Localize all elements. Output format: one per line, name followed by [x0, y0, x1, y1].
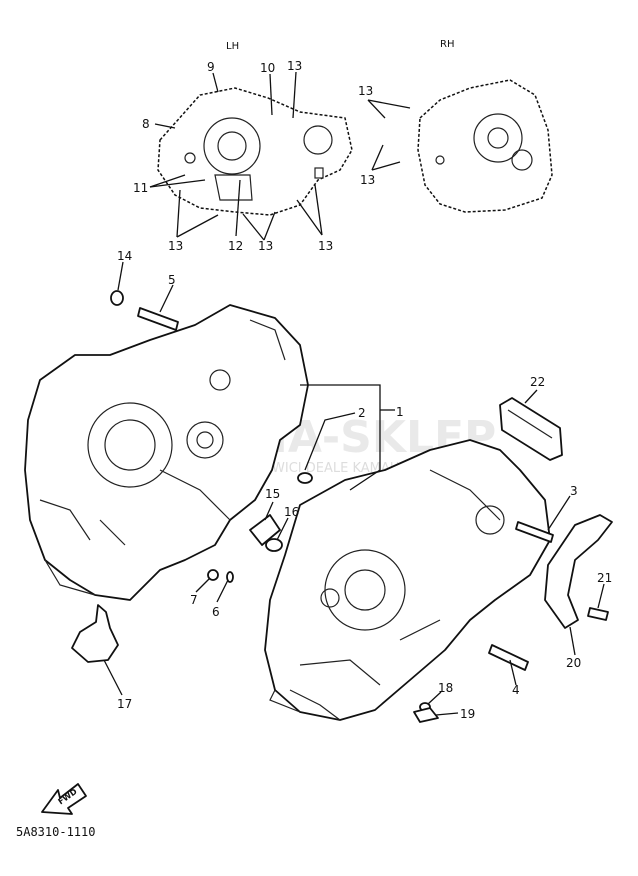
- part-21-bolt: [587, 607, 609, 621]
- callout-19: 19: [460, 707, 475, 721]
- callout-22: 22: [530, 375, 545, 389]
- callout-4: 4: [512, 683, 520, 697]
- part-22-cover: [499, 397, 563, 461]
- callout-1: 1: [396, 405, 404, 419]
- callout-13c: 13: [258, 239, 273, 253]
- right-crankcase: [264, 439, 551, 721]
- part-16-oring: [265, 538, 283, 552]
- part-14-washer: [110, 290, 124, 306]
- leader-lines: [103, 71, 605, 716]
- callout-labels: 1 2 3 4 5 6 7 8 9 10 13 11 13 12 13 13 1…: [117, 59, 612, 721]
- diagram-code: 5A8310-1110: [16, 825, 95, 839]
- part-6-bolt: [226, 571, 234, 583]
- callout-13f: 13: [360, 173, 375, 187]
- lh-gasket: [157, 87, 353, 216]
- part-19-washer: [413, 707, 439, 723]
- rh-gasket: [417, 79, 553, 213]
- part-15-plug: [249, 514, 281, 546]
- callout-11: 11: [133, 181, 148, 195]
- header-lh: LH: [226, 41, 239, 52]
- callout-2: 2: [358, 406, 366, 420]
- part-20-chain-guide: [544, 514, 613, 629]
- left-crankcase: [24, 304, 309, 601]
- callout-13d: 13: [318, 239, 333, 253]
- part-4-dowel: [488, 644, 529, 671]
- callout-3: 3: [570, 484, 578, 498]
- callout-21: 21: [597, 571, 612, 585]
- callout-16: 16: [284, 505, 299, 519]
- callout-15: 15: [265, 487, 280, 501]
- callout-20: 20: [566, 656, 581, 670]
- callout-6: 6: [212, 605, 220, 619]
- callout-17: 17: [117, 697, 132, 711]
- part-3-stud: [515, 521, 554, 543]
- callout-8: 8: [142, 117, 150, 131]
- part-7-bolt: [207, 569, 219, 581]
- callout-13a: 13: [287, 59, 302, 73]
- fwd-arrow-icon: FWD: [41, 783, 87, 815]
- part-17-bracket: [71, 604, 119, 663]
- callout-13e: 13: [358, 84, 373, 98]
- header-rh: RH: [440, 39, 454, 50]
- callout-14: 14: [117, 249, 132, 263]
- part-5-dowel-stud: [137, 307, 179, 331]
- callout-9: 9: [207, 60, 215, 74]
- callout-12: 12: [228, 239, 243, 253]
- callout-10: 10: [260, 61, 275, 75]
- callout-18: 18: [438, 681, 453, 695]
- callout-7: 7: [190, 593, 198, 607]
- callout-5: 5: [168, 273, 176, 287]
- part-2-pin: [297, 472, 313, 484]
- callout-13b: 13: [168, 239, 183, 253]
